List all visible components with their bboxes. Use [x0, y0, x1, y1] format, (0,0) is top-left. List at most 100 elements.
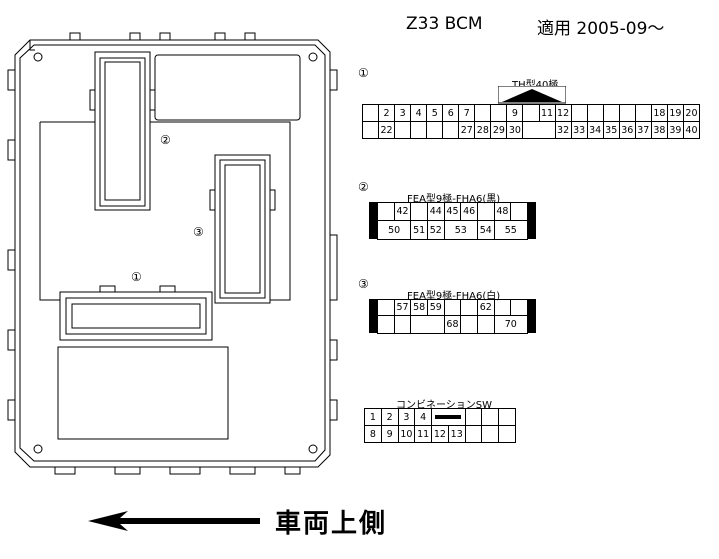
bcm-board-diagram [7, 32, 338, 475]
connector-1-marker: ① [358, 66, 369, 80]
connector-1-table: 2 3 4 5 6 7 9 11 12 18 19 20 22 27 28 29… [361, 104, 701, 139]
pin-cell: 52 [426, 220, 445, 240]
pin-cell: 70 [493, 315, 529, 334]
connector-3-left-latch [369, 299, 377, 333]
pin-cell [586, 104, 604, 122]
combination-switch-label: コンビネーションSW [396, 400, 493, 411]
connector-2-shape [89, 51, 156, 211]
pin-cell [510, 202, 528, 221]
pin-cell [394, 121, 412, 139]
connector-2-table: 42 44 45 46 48 50 51 52 53 54 55 [376, 202, 529, 240]
pin-cell [474, 104, 492, 122]
board-marker-2: ② [160, 133, 171, 147]
pin-cell: 29 [490, 121, 508, 139]
pin-cell [377, 202, 395, 221]
pin-cell: 20 [682, 104, 701, 122]
pin-cell: 57 [393, 299, 412, 316]
pin-cell [634, 104, 652, 122]
pin-cell [570, 104, 588, 122]
pin-cell [522, 121, 556, 139]
board-marker-3: ③ [193, 225, 204, 239]
pin-cell: 4 [410, 104, 428, 122]
connector-3-table: 57 58 59 62 68 70 [377, 299, 529, 334]
pin-cell: 42 [393, 202, 412, 221]
pin-cell: 9 [506, 104, 524, 122]
pin-cell: 39 [666, 121, 684, 139]
pin-cell: 7 [458, 104, 476, 122]
pin-cell [464, 425, 483, 443]
pin-cell [481, 425, 500, 443]
pin-cell: 53 [443, 220, 478, 240]
connector-3-marker: ③ [358, 277, 369, 291]
pin-cell [476, 202, 495, 221]
board-marker-1: ① [131, 270, 142, 284]
pin-cell: 8 [364, 425, 382, 443]
connector-1-shape [59, 285, 213, 341]
pin-cell: 1 [364, 408, 382, 426]
pin-cell [410, 121, 428, 139]
connector-1-row-2: 22 27 28 29 30 32 33 34 35 36 37 38 39 4… [361, 121, 701, 139]
pin-cell: 38 [650, 121, 668, 139]
pin-cell: 3 [397, 408, 416, 426]
pin-cell: 51 [410, 220, 428, 240]
connector-3-shape [209, 154, 276, 304]
pin-cell [476, 315, 495, 334]
pin-cell: 11 [414, 425, 433, 443]
connector-1-row-1: 2 3 4 5 6 7 9 11 12 18 19 20 [361, 104, 701, 122]
pin-cell: 5 [426, 104, 444, 122]
pin-cell [498, 408, 516, 426]
pin-cell: 45 [443, 202, 462, 221]
left-arrow-icon [88, 511, 260, 531]
pin-cell [426, 121, 444, 139]
pin-cell: 30 [506, 121, 524, 139]
pin-cell: 18 [650, 104, 668, 122]
pin-cell [464, 408, 483, 426]
pin-cell: 2 [380, 408, 399, 426]
pin-cell: 19 [666, 104, 684, 122]
pin-cell: 9 [380, 425, 399, 443]
pin-cell: 22 [378, 121, 396, 139]
pin-cell: 33 [570, 121, 588, 139]
screw-bottom-left [33, 444, 43, 454]
pin-cell: 48 [493, 202, 512, 221]
pin-cell: 10 [397, 425, 416, 443]
combination-switch-key-cell [431, 408, 466, 426]
pin-cell: 36 [618, 121, 636, 139]
connector-3-type-label: FEA型9極-FHA6(白) [407, 291, 501, 302]
pin-cell [442, 121, 460, 139]
pin-cell: 2 [378, 104, 396, 122]
pin-cell [522, 104, 540, 122]
connector-2-type-label: FEA型9極-FHA6(黒) [407, 194, 501, 205]
board-outline [14, 39, 331, 468]
pin-cell: 59 [426, 299, 445, 316]
pin-cell: 32 [554, 121, 572, 139]
pin-cell: 44 [426, 202, 445, 221]
connector-3-row-2: 68 70 [377, 315, 529, 334]
bottom-block [57, 346, 229, 440]
pin-cell: 13 [447, 425, 466, 443]
pin-cell: 54 [476, 220, 495, 240]
pin-cell [460, 315, 478, 334]
connector-2-right-latch [528, 202, 536, 239]
combination-switch-row-1: 1 2 3 4 [364, 408, 516, 426]
key-bar-icon [435, 415, 462, 419]
screw-top-right [308, 52, 318, 62]
pin-cell: 55 [493, 220, 529, 240]
pin-cell [490, 104, 508, 122]
pin-cell [498, 425, 516, 443]
connector-3-right-latch [528, 299, 536, 333]
pin-cell: 28 [474, 121, 492, 139]
pin-cell: 6 [442, 104, 460, 122]
board-inner-outline [19, 44, 326, 462]
pin-cell: 11 [538, 104, 556, 122]
direction-label: 車両上側 [275, 509, 388, 539]
combination-switch-row-2: 8 9 10 11 12 13 [364, 425, 516, 443]
pin-cell [393, 315, 412, 334]
pin-cell [460, 299, 478, 316]
top-right-panel [154, 54, 301, 121]
pin-cell: 27 [458, 121, 476, 139]
pin-cell [377, 299, 395, 316]
pin-cell: 35 [602, 121, 620, 139]
model-title: Z33 BCM [406, 14, 483, 34]
screw-bottom-right [308, 444, 318, 454]
